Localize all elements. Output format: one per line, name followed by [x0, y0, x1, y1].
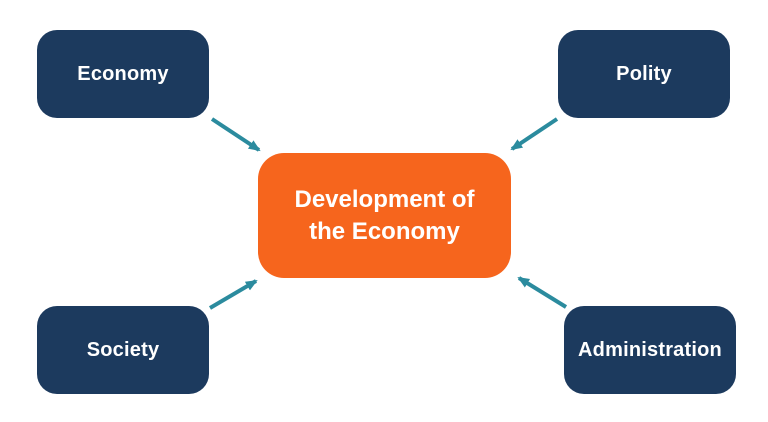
node-administration-label: Administration — [578, 338, 722, 361]
arrow-administration-to-center — [517, 276, 568, 309]
node-economy: Economy — [37, 30, 209, 118]
node-administration: Administration — [564, 306, 736, 394]
arrow-polity-to-center — [510, 117, 559, 151]
arrow-society-to-center — [208, 279, 258, 310]
node-society-label: Society — [86, 338, 160, 361]
node-society: Society — [37, 306, 209, 394]
arrow-economy-to-center — [210, 117, 261, 152]
node-development-of-the-economy: Development of the Economy — [258, 153, 511, 278]
node-polity: Polity — [558, 30, 730, 118]
node-polity-label: Polity — [616, 62, 672, 85]
node-economy-label: Economy — [77, 62, 169, 85]
center-node-label-line1: Development of — [294, 185, 475, 213]
center-node-label-line2: the Economy — [309, 217, 460, 245]
